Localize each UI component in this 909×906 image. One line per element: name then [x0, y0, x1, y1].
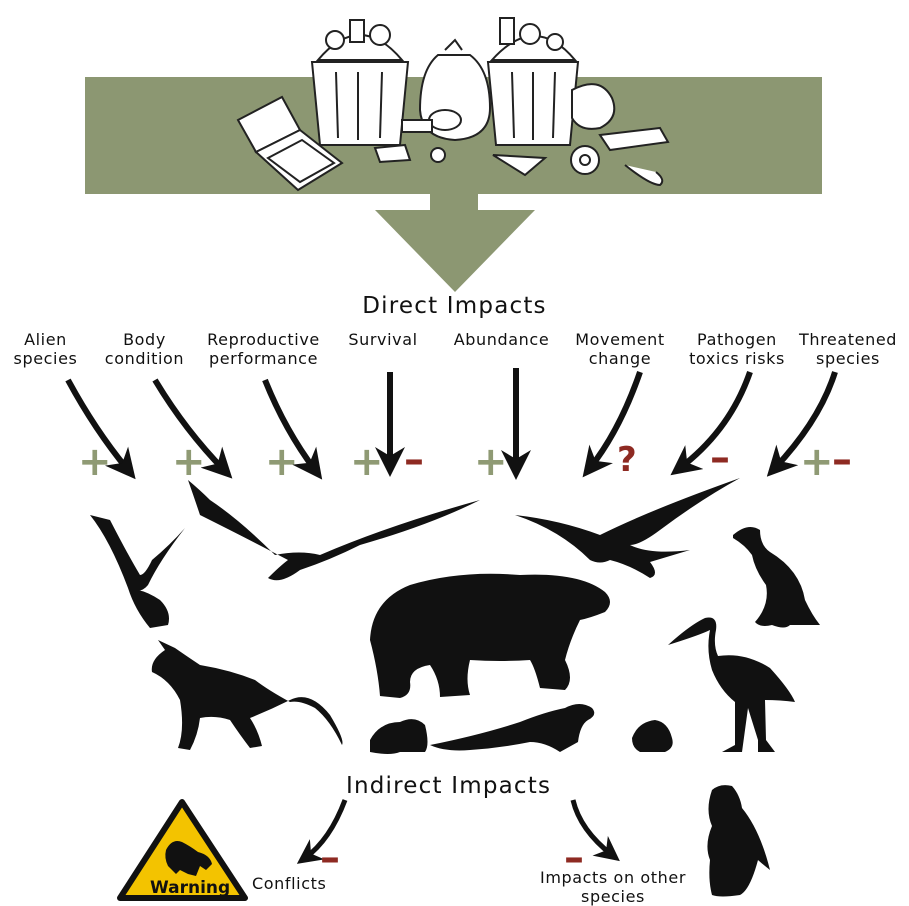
sign-alien-species-plus: + [78, 442, 112, 482]
sign-pathogen-toxics-risks-minus: – [710, 438, 730, 478]
garbage-can-icon [312, 20, 408, 145]
sign-reproductive-performance-plus: + [265, 442, 299, 482]
label-abundance: Abundance [444, 330, 559, 349]
sign-movement-change-question: ? [617, 440, 637, 480]
mouse-icon [632, 720, 673, 752]
stork-icon [668, 618, 795, 753]
sign-survival-plus: + [350, 442, 384, 482]
sign-survival-minus: – [404, 440, 424, 480]
vulture-icon [733, 527, 820, 628]
label-conflicts: Conflicts [252, 874, 326, 893]
fox-icon [152, 640, 343, 750]
bear-icon [370, 574, 610, 698]
direct-impacts-title: Direct Impacts [0, 293, 909, 319]
sign-threatened-species-plus: + [800, 442, 834, 482]
warning-text: Warning [150, 878, 230, 898]
indirect-impacts-title: Indirect Impacts [346, 773, 551, 799]
label-survival: Survival [338, 330, 428, 349]
penguin-icon [707, 785, 770, 896]
otter-icon [430, 704, 594, 752]
sign-abundance-plus: + [474, 442, 508, 482]
frog-icon [370, 719, 428, 754]
sign-body-condition-plus: + [172, 442, 206, 482]
condor-icon [188, 480, 480, 580]
eagle-icon [90, 515, 185, 628]
sign-conflicts-minus: – [320, 838, 340, 878]
garbage-can-icon [488, 18, 578, 145]
sign-threatened-species-minus: – [832, 440, 852, 480]
gull-icon [515, 478, 740, 578]
